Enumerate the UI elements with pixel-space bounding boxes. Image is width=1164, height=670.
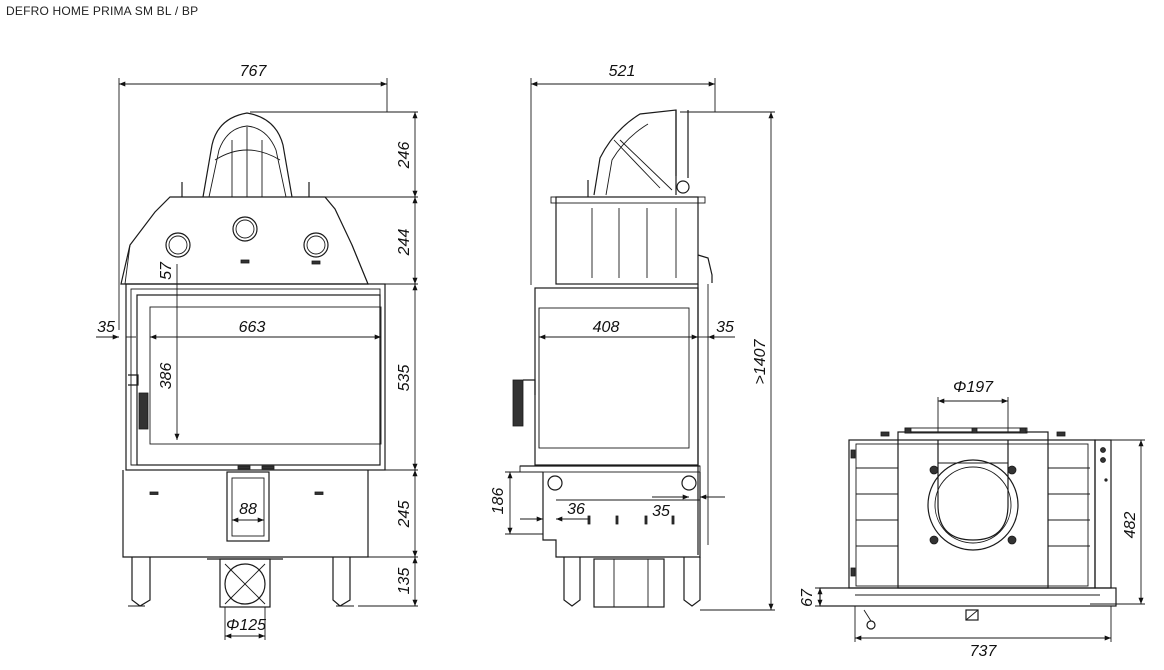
top-dimensions: Φ197 482 67 737 bbox=[799, 379, 1144, 660]
side-view bbox=[512, 78, 775, 611]
side-offset-a-label: 36 bbox=[567, 501, 585, 518]
front-glass-height-label: 386 bbox=[158, 363, 175, 390]
side-total-height-label: >1407 bbox=[752, 338, 769, 384]
front-width-label: 767 bbox=[240, 63, 268, 80]
front-view bbox=[118, 78, 418, 608]
side-h-lower-label: 186 bbox=[490, 488, 507, 515]
front-h-bottom-label: 245 bbox=[396, 501, 413, 529]
front-outlet-dia-label: Φ125 bbox=[226, 617, 266, 634]
top-width-label: 737 bbox=[970, 643, 998, 660]
top-view bbox=[819, 397, 1145, 630]
side-offset-right-label: 35 bbox=[716, 319, 734, 336]
front-dimensions: 767 246 244 535 245 135 35 57 663 386 88… bbox=[96, 63, 418, 640]
front-offset-left-label: 35 bbox=[97, 319, 115, 336]
front-h-top-label: 246 bbox=[396, 142, 413, 170]
top-depth-label: 482 bbox=[1122, 512, 1139, 539]
front-glass-width-label: 663 bbox=[239, 319, 266, 336]
side-glass-width-label: 408 bbox=[593, 319, 620, 336]
drawing-title: DEFRO HOME PRIMA SM BL / BP bbox=[6, 4, 199, 18]
front-flue-width-label: 88 bbox=[239, 501, 257, 518]
side-offset-b-label: 35 bbox=[652, 503, 670, 520]
front-h-legs-label: 135 bbox=[396, 568, 413, 595]
side-dimensions: 521 >1407 408 35 186 36 35 bbox=[490, 63, 774, 610]
front-frame-top-label: 57 bbox=[158, 261, 175, 280]
side-depth-label: 521 bbox=[609, 63, 636, 80]
top-offset-front-label: 67 bbox=[799, 588, 816, 607]
front-h-mid-label: 244 bbox=[396, 229, 413, 257]
front-h-glass-label: 535 bbox=[396, 365, 413, 392]
top-flue-dia-label: Φ197 bbox=[953, 379, 994, 396]
